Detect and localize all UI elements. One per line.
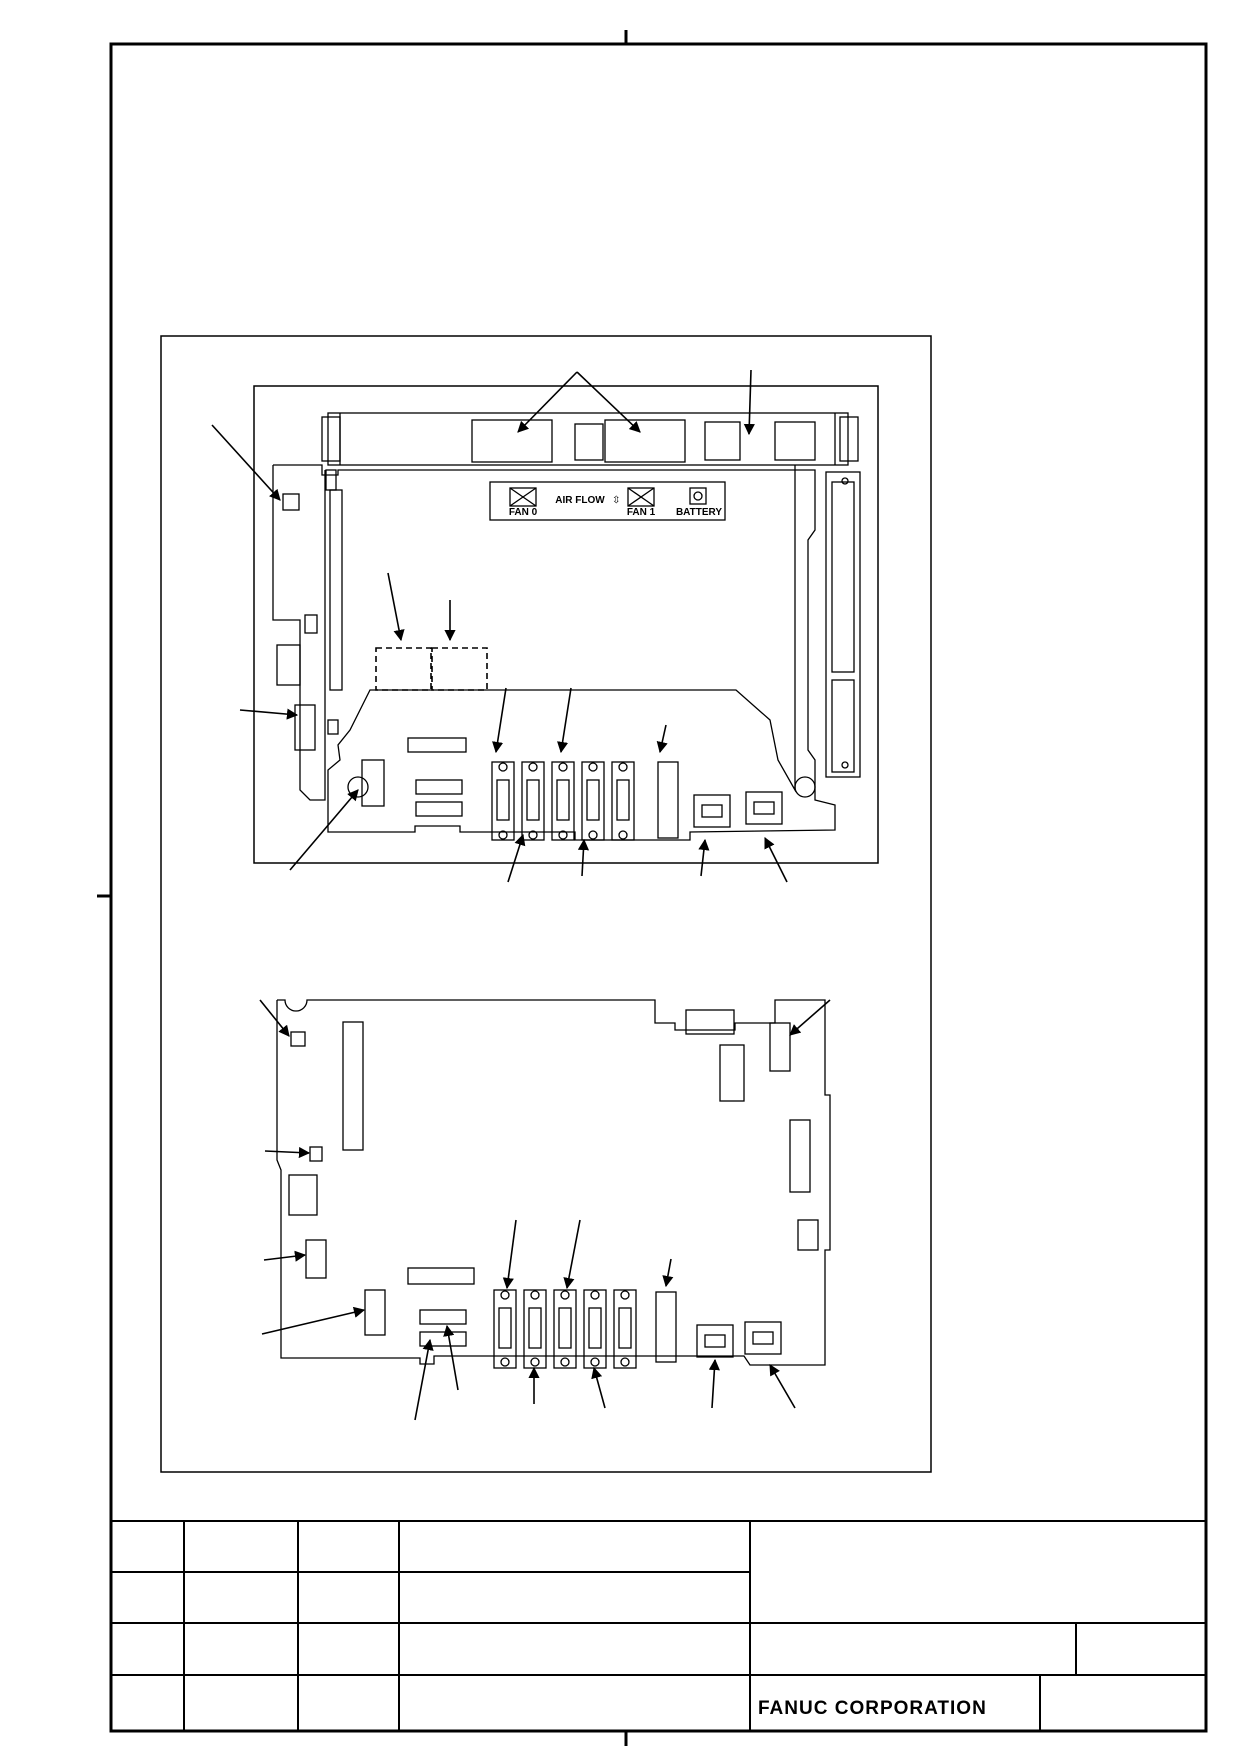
fan0-label: FAN 0 [509, 507, 538, 518]
bottom-dsub-connectors [493, 1289, 637, 1369]
battery-label: BATTERY [676, 507, 722, 518]
airflow-label: AIR FLOW [555, 495, 605, 506]
company-name: FANUC CORPORATION [758, 1698, 987, 1719]
bottom-board-view [276, 999, 831, 1369]
top-view-frame [253, 385, 879, 864]
top-dsub-connectors [491, 761, 635, 841]
title-block [111, 1520, 1206, 1731]
top-view-leader-arrows [211, 369, 788, 883]
top-board-view [253, 385, 879, 864]
bottom-view-leader-arrows [259, 999, 831, 1421]
top-ethernet-ports [693, 791, 783, 828]
figure-frame [160, 335, 932, 1473]
airflow-arrow-icon: ⇳ [612, 495, 620, 506]
sheet-border [97, 30, 1208, 1746]
bottom-ethernet-ports [696, 1321, 782, 1358]
fan1-label: FAN 1 [627, 507, 656, 518]
